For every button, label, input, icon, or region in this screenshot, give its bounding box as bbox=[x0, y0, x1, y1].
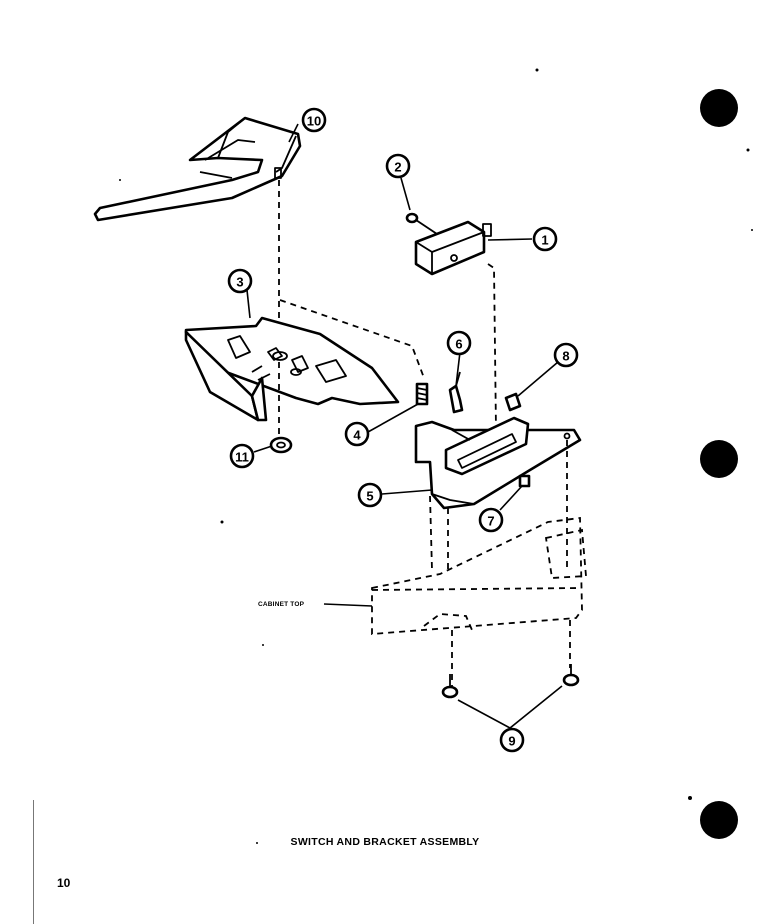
svg-text:4: 4 bbox=[353, 428, 361, 443]
punch-hole-top bbox=[700, 89, 738, 127]
callout-10: 10 bbox=[301, 107, 327, 133]
callout-1: 1 bbox=[532, 226, 558, 252]
svg-text:1: 1 bbox=[541, 233, 548, 248]
part-1-switch bbox=[414, 220, 492, 276]
punch-hole-bottom bbox=[700, 801, 738, 839]
cabinet-top-label: CABINET TOP bbox=[258, 601, 305, 608]
callout-4: 4 bbox=[344, 421, 370, 447]
part-8-nut bbox=[504, 392, 522, 412]
callout-2: 2 bbox=[385, 153, 411, 179]
part-9-screws bbox=[441, 664, 580, 699]
part-11-washer bbox=[269, 436, 293, 454]
svg-text:3: 3 bbox=[236, 275, 243, 290]
part-7-tab bbox=[518, 474, 531, 488]
page-number: 10 bbox=[57, 876, 71, 890]
callout-5: 5 bbox=[357, 482, 383, 508]
leader-lines bbox=[246, 123, 563, 729]
callout-11: 11 bbox=[229, 443, 255, 469]
part-4-spring bbox=[415, 382, 429, 406]
margin-line bbox=[33, 800, 34, 924]
part-10-lever bbox=[93, 116, 302, 222]
callout-8: 8 bbox=[553, 342, 579, 368]
svg-text:8: 8 bbox=[562, 349, 569, 364]
svg-text:10: 10 bbox=[307, 114, 321, 129]
punch-hole-middle bbox=[700, 440, 738, 478]
svg-text:2: 2 bbox=[394, 160, 401, 175]
part-5-mount-bracket bbox=[414, 416, 582, 510]
svg-text:7: 7 bbox=[487, 514, 494, 529]
svg-text:11: 11 bbox=[235, 450, 249, 465]
part-2-screw bbox=[405, 212, 441, 237]
alignment-line-1-5 bbox=[487, 263, 497, 431]
callout-9: 9 bbox=[499, 727, 525, 753]
alignment-line-3-4 bbox=[279, 299, 425, 379]
cabinet-top-outline bbox=[371, 440, 587, 686]
callout-3: 3 bbox=[227, 268, 253, 294]
part-6-clip bbox=[448, 371, 464, 414]
callout-6: 6 bbox=[446, 330, 472, 356]
svg-text:9: 9 bbox=[508, 734, 515, 749]
svg-text:6: 6 bbox=[455, 337, 462, 352]
svg-text:5: 5 bbox=[366, 489, 373, 504]
part-3-bracket bbox=[184, 316, 400, 422]
callout-7: 7 bbox=[478, 507, 504, 533]
scan-specks bbox=[119, 68, 753, 844]
diagram-title: SWITCH AND BRACKET ASSEMBLY bbox=[290, 836, 480, 848]
